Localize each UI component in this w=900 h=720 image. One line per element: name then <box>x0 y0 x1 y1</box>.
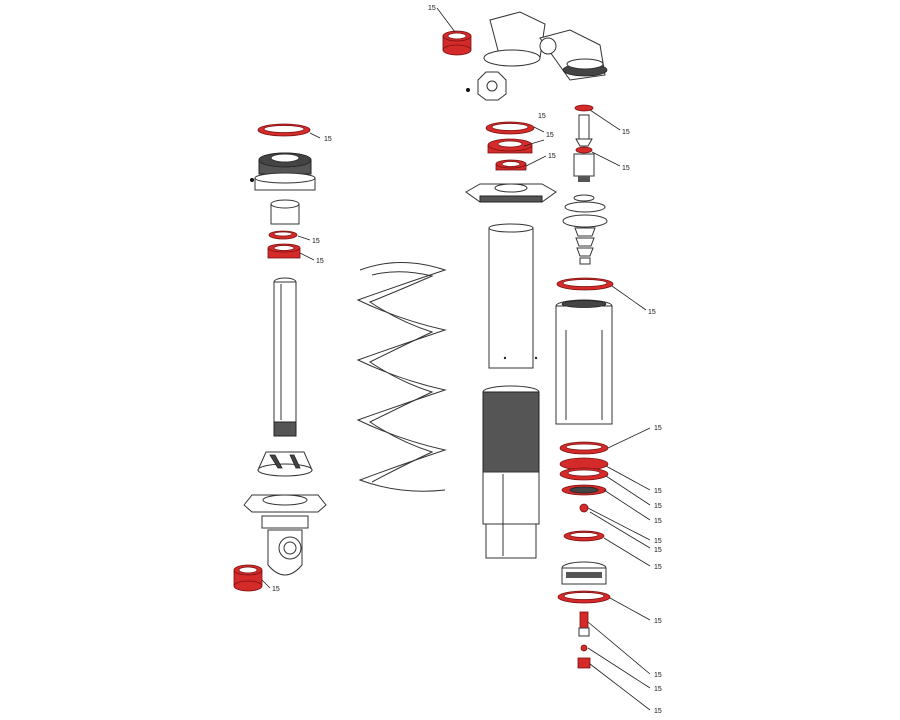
bushing <box>270 199 300 225</box>
red-cap <box>442 30 472 56</box>
small-seal <box>579 503 589 513</box>
callout-label: 15 <box>272 586 280 593</box>
reservoir-assembly <box>555 104 614 669</box>
body-tube <box>488 223 538 369</box>
small-o-ring <box>574 104 594 112</box>
shaft-assembly <box>233 123 327 592</box>
callout-label: 15 <box>648 309 656 316</box>
seal-ring-hole <box>562 279 608 287</box>
callout-label: 15 <box>654 425 662 432</box>
callout-label: 15 <box>654 564 662 571</box>
callout-label: 15 <box>622 129 630 136</box>
red-seal-head <box>487 138 533 154</box>
damper-shaft <box>273 277 297 437</box>
threaded-body <box>482 385 540 559</box>
bottom-out-bumper <box>257 451 313 477</box>
red-bushing <box>267 243 301 259</box>
washer <box>573 194 595 202</box>
seal-ring-hole <box>273 231 293 237</box>
preload-collar <box>250 152 316 191</box>
callout-label: 15 <box>538 113 546 120</box>
callout-label: 15 <box>654 503 662 510</box>
callout-label: 15 <box>654 708 662 715</box>
ifp-piston <box>561 530 607 585</box>
callout-label: 15 <box>654 672 662 679</box>
callout-label: 15 <box>428 5 436 12</box>
top-mount-head <box>483 11 608 81</box>
spring-retainer <box>465 183 557 203</box>
callout-label: 15 <box>324 136 332 143</box>
callout-label: 15 <box>654 686 662 693</box>
callout-labels: 15 15 15 15 15 15 15 15 15 15 15 15 15 1… <box>272 5 662 715</box>
callout-label: 15 <box>548 153 556 160</box>
callout-label: 15 <box>312 238 320 245</box>
ifp-seal-stack <box>559 441 609 496</box>
callout-label: 15 <box>546 132 554 139</box>
callout-label: 15 <box>316 258 324 265</box>
seal-ring-hole <box>563 592 605 600</box>
valve-body <box>573 146 595 182</box>
lower-eyelet <box>243 494 327 576</box>
callout-label: 15 <box>654 618 662 625</box>
shock-body-assembly <box>442 11 608 559</box>
seal-ring <box>485 121 535 135</box>
callout-label: 15 <box>654 538 662 545</box>
callout-label: 15 <box>622 165 630 172</box>
red-washer <box>495 159 527 171</box>
callout-label: 15 <box>654 547 662 554</box>
reservoir-piston <box>562 201 608 265</box>
callout-label: 15 <box>654 488 662 495</box>
leader-lines <box>261 7 651 711</box>
schrader-valve <box>577 611 591 669</box>
callout-label: 15 <box>654 518 662 525</box>
adjuster-knob <box>466 71 507 101</box>
seal-ring <box>257 123 311 137</box>
coil-spring <box>356 262 447 492</box>
valve-stem <box>575 114 593 147</box>
eyelet-bushing <box>233 564 263 592</box>
reservoir-cylinder <box>555 299 613 425</box>
